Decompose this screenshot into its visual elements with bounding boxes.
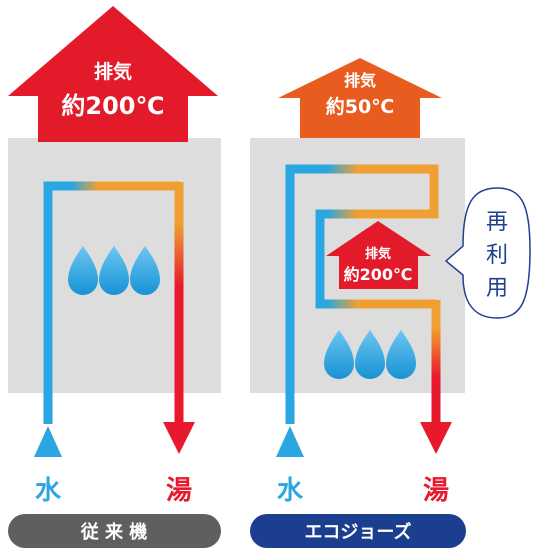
eco-exhaust-label: 排気 xyxy=(344,71,376,90)
water-drop-icon xyxy=(68,246,98,295)
eco-pipe-upper xyxy=(285,164,439,424)
eco-inner-exhaust-arrow-icon xyxy=(326,221,431,289)
conventional-exhaust-temp: 約200℃ xyxy=(61,92,164,120)
eco-water-label: 水 xyxy=(277,476,304,506)
conventional-water-label: 水 xyxy=(35,476,62,506)
reuse-label-char-2: 利 xyxy=(486,243,508,268)
conventional-exhaust-arrow-icon xyxy=(8,6,218,142)
water-drop-icon xyxy=(355,330,385,379)
eco-inner-exhaust-temp: 約200℃ xyxy=(344,265,413,284)
conventional-exhaust-label: 排気 xyxy=(94,60,132,83)
eco-name: エコジョーズ xyxy=(304,521,411,543)
conventional-burner xyxy=(68,246,160,295)
conventional-water-flow-arrow-icon xyxy=(34,426,62,457)
eco-exhaust-temp: 約50℃ xyxy=(326,95,394,118)
water-drop-icon xyxy=(130,246,160,295)
conventional-hot-water-label: 湯 xyxy=(166,476,192,506)
water-drop-icon xyxy=(386,330,416,379)
eco-hot-flow-arrow-icon xyxy=(420,422,452,454)
eco-inner-exhaust-label: 排気 xyxy=(365,246,391,262)
water-drop-icon xyxy=(99,246,129,295)
conventional-name: 従 来 機 xyxy=(80,521,148,543)
water-drop-icon xyxy=(324,330,354,379)
reuse-label-char-3: 用 xyxy=(486,276,508,301)
eco-burner xyxy=(324,330,416,379)
eco-hot-water-label: 湯 xyxy=(423,476,449,506)
conventional-pipe-top xyxy=(43,181,179,424)
reuse-callout-bubble xyxy=(444,187,531,319)
conventional-hot-flow-arrow-icon xyxy=(163,422,195,454)
eco-water-flow-arrow-icon xyxy=(276,426,304,457)
eco-name-badge xyxy=(250,514,466,548)
eco-exhaust-arrow-icon xyxy=(278,58,442,138)
conventional-name-badge xyxy=(8,514,221,548)
reuse-label-char-1: 再 xyxy=(486,210,508,235)
